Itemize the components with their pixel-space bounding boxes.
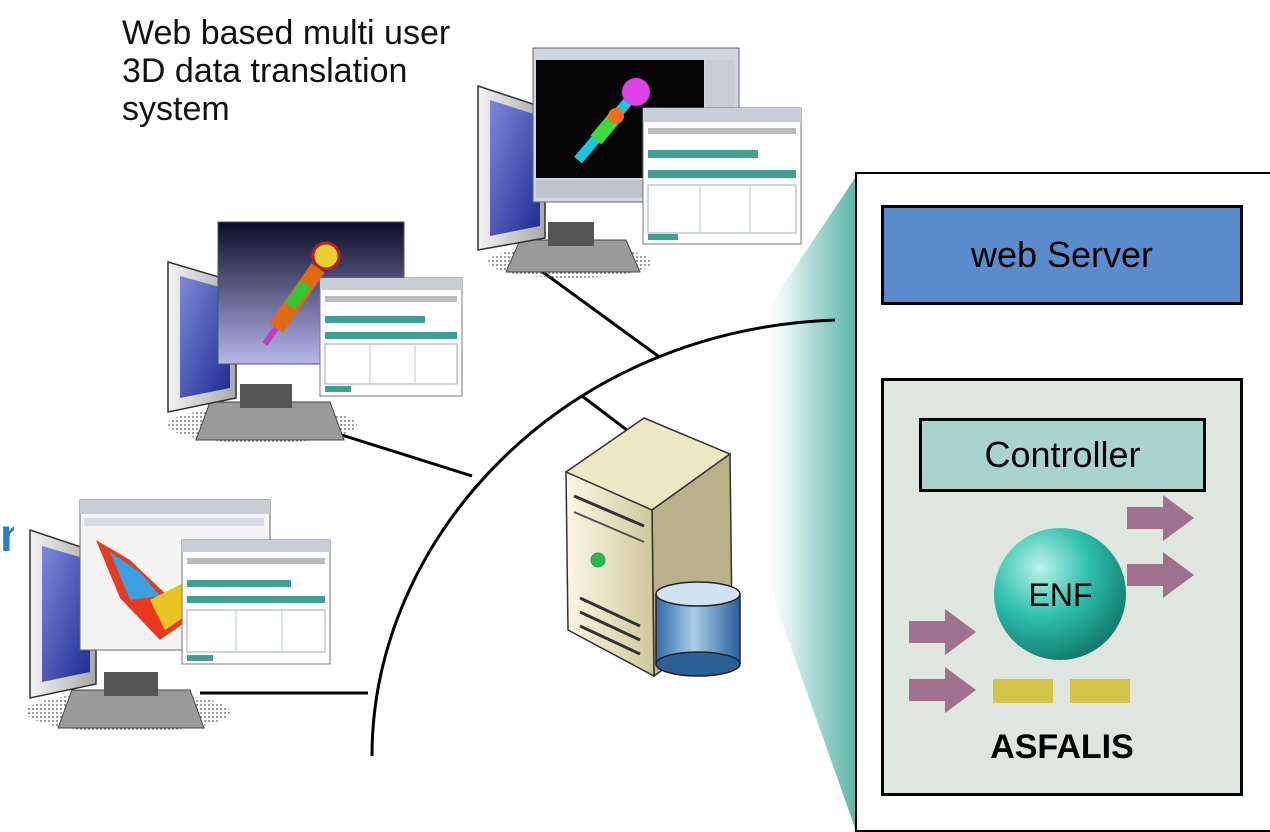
- network-arc: [370, 318, 836, 757]
- cropped-edge-text: n: [0, 510, 14, 560]
- zoom-wedge: [760, 178, 855, 828]
- web-form-window: [319, 277, 463, 397]
- web-form-window: [642, 107, 802, 245]
- controller-label: Controller: [984, 434, 1141, 475]
- web-form-window: [181, 539, 331, 665]
- asfalis-label: ASFALIS: [990, 728, 1134, 766]
- connector-line: [539, 268, 659, 358]
- enf-label: ENF: [1028, 576, 1093, 613]
- database-cylinder-icon: [655, 581, 741, 677]
- web-server-box: web Server: [881, 205, 1243, 305]
- diagram-caption: Web based multi user 3D data translation…: [122, 14, 451, 128]
- controller-box: Controller: [919, 418, 1206, 492]
- client-monitor-icon: [477, 84, 652, 278]
- web-server-label: web Server: [970, 234, 1154, 275]
